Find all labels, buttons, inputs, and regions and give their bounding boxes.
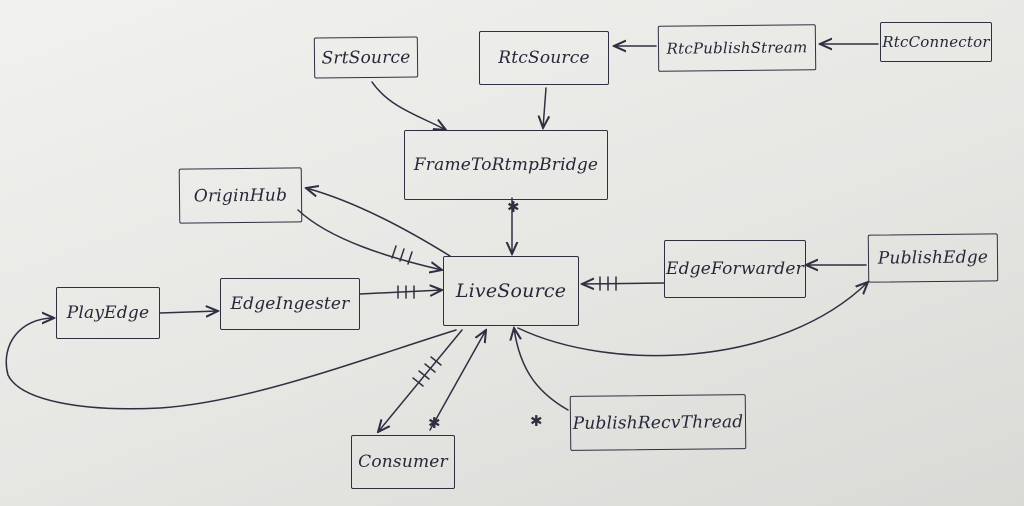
node-publish-edge-label: PublishEdge [877, 247, 989, 269]
node-live-source[interactable]: LiveSource [443, 256, 579, 326]
edge-live-to-publishedge [517, 282, 868, 357]
edge-consumer-to-live [429, 330, 486, 431]
edge-live-to-originhub [306, 188, 451, 257]
node-publish-recv-thread[interactable]: PublishRecvThread [569, 394, 747, 451]
edge-playedge-to-ingester [159, 311, 218, 313]
edge-originhub-to-live [297, 209, 442, 270]
node-srt-source-label: SrtSource [321, 47, 411, 68]
edge-ingester-to-live [359, 290, 442, 294]
node-live-source-label: LiveSource [455, 280, 567, 302]
edge-recvthread-to-live [514, 328, 569, 411]
edge-live-to-playedge [5, 318, 457, 410]
node-rtc-connector[interactable]: RtcConnector [880, 22, 992, 62]
star-mark-recvthread: ✱ [530, 412, 543, 430]
edge-forwarder-to-live [582, 283, 665, 284]
node-edge-ingester[interactable]: EdgeIngester [220, 278, 360, 330]
node-rtc-publish-stream[interactable]: RtcPublishStream [657, 24, 817, 72]
edge-rtc-to-bridge [543, 87, 546, 128]
node-rtc-connector-label: RtcConnector [882, 33, 990, 51]
node-origin-hub[interactable]: OriginHub [178, 167, 303, 224]
node-rtc-source-label: RtcSource [498, 48, 590, 68]
node-play-edge-label: PlayEdge [66, 303, 150, 323]
node-edge-forwarder-label: EdgeForwarder [666, 259, 804, 279]
edge-live-to-consumer [378, 329, 463, 432]
node-frame-to-rtmp-bridge[interactable]: FrameToRtmpBridge [404, 130, 608, 200]
star-mark-consumer: ✱ [428, 414, 441, 432]
node-edge-forwarder[interactable]: EdgeForwarder [664, 240, 806, 298]
edge-srt-to-bridge [371, 81, 446, 130]
node-publish-edge[interactable]: PublishEdge [867, 233, 999, 283]
node-srt-source[interactable]: SrtSource [313, 36, 419, 79]
node-consumer[interactable]: Consumer [351, 435, 455, 489]
node-frame-to-rtmp-bridge-label: FrameToRtmpBridge [413, 155, 599, 175]
node-edge-ingester-label: EdgeIngester [230, 294, 350, 314]
node-rtc-publish-stream-label: RtcPublishStream [666, 38, 808, 58]
node-consumer-label: Consumer [358, 452, 448, 472]
node-origin-hub-label: OriginHub [193, 185, 288, 206]
star-mark-bridge: ✱ [507, 198, 520, 216]
node-play-edge[interactable]: PlayEdge [56, 287, 160, 339]
node-publish-recv-thread-label: PublishRecvThread [572, 411, 744, 434]
node-rtc-source[interactable]: RtcSource [479, 31, 609, 85]
